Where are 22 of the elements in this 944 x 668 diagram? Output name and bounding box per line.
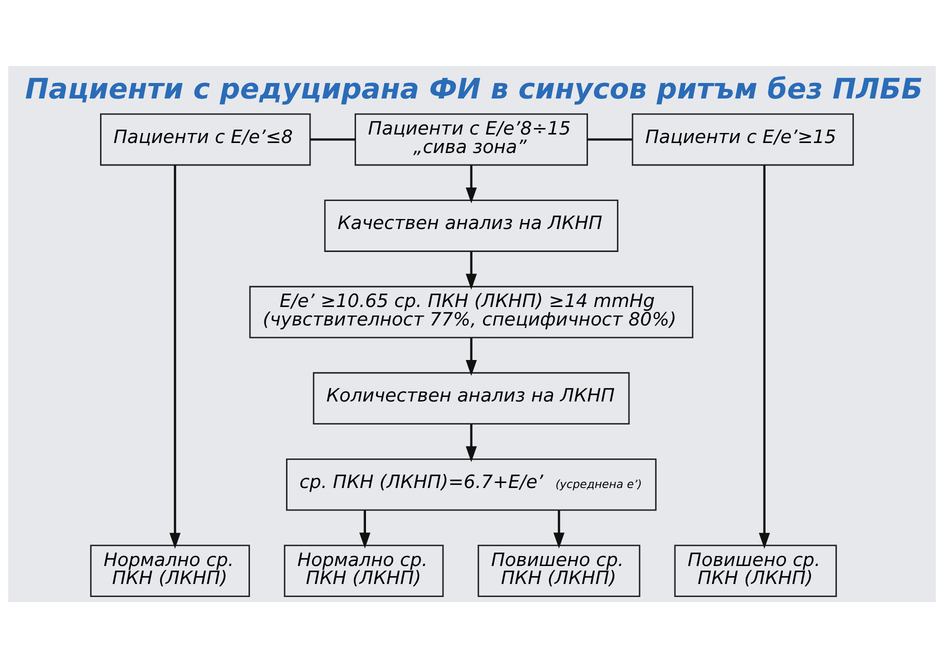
connector [588,138,632,141]
node-box: Пациенти с E/e’≤8 [100,113,311,166]
arrow [758,165,770,549]
arrow [466,252,477,290]
node-box: Повишено ср. ПКН (ЛКНП) [478,544,640,598]
node-box: Повишено ср. ПКН (ЛКНП) [674,544,837,598]
arrow [466,338,477,376]
connector [310,138,356,141]
arrow [359,510,370,548]
arrow [169,165,181,549]
node-box: E/e’ ≥10.65 ср. ПКН (ЛКНП) ≥14 mmHg (чувствителност 77%, специфичност 80%) [249,286,694,338]
node-box: Нормално ср. ПКН (ЛКНП) [90,544,250,598]
node-box: Количествен анализ на ЛКНП [312,372,630,425]
node-box: Качествен анализ на ЛКНП [324,200,618,252]
arrow [553,510,565,548]
diagram-title: Пациенти с редуцирана ФИ в синусов ритъм без ПЛББ [25,72,923,106]
arrow [466,165,477,204]
node-box: Нормално ср. ПКН (ЛКНП) [284,544,444,598]
arrow [466,424,477,462]
node-box: Пациенти с E/e’≥15 [632,113,854,166]
node-box: Пациенти с E/e’8÷15 „сива зона” [354,113,588,166]
node-box: ср. ПКН (ЛКНП)=6.7+E/e’ (усреднена е’) [286,458,657,511]
